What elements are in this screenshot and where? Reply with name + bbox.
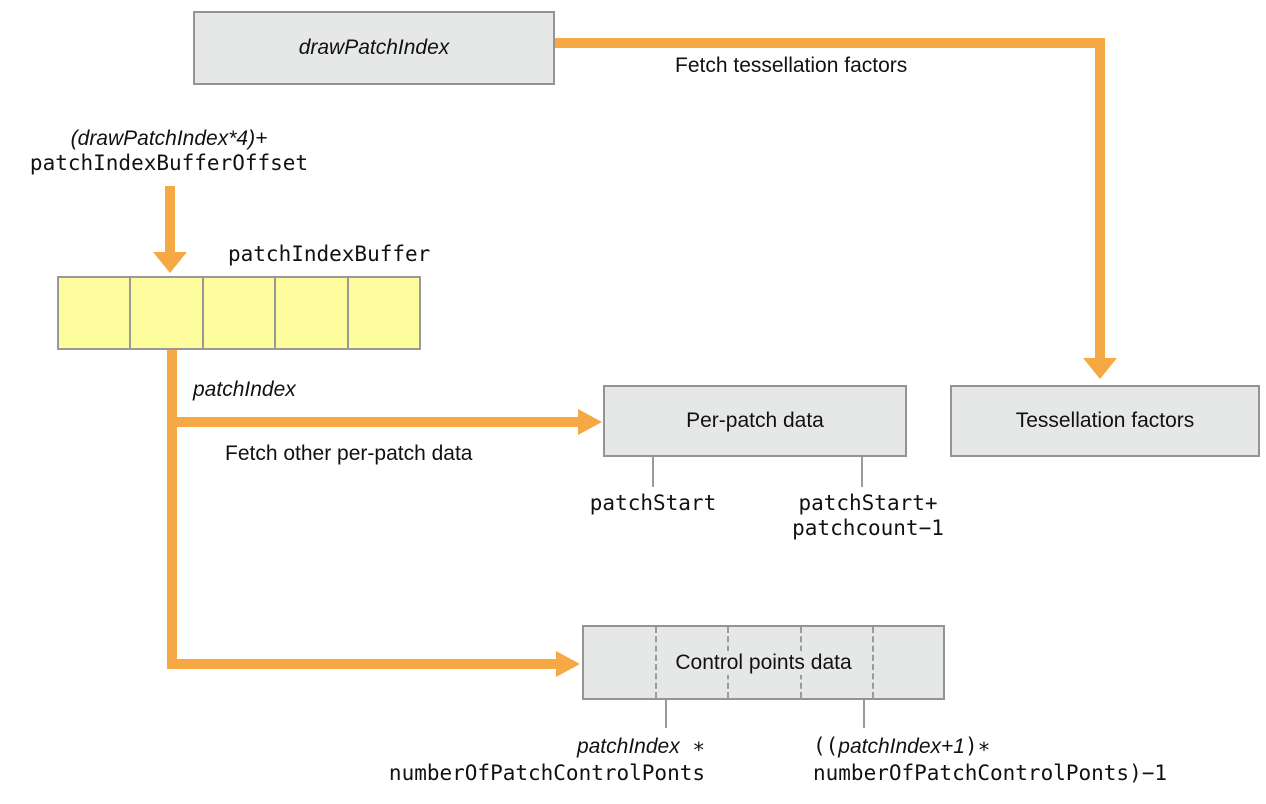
annotation-control-start-italic: patchIndex bbox=[576, 735, 680, 758]
annotation-control-end-line1: ((patchIndex+1)∗ bbox=[813, 733, 1167, 760]
annotation-patch-end-line1: patchStart+ bbox=[798, 491, 938, 515]
arrow-offset-vertical bbox=[165, 186, 175, 252]
node-tessellation-factors: Tessellation factors bbox=[950, 385, 1260, 457]
node-draw-patch-index: drawPatchIndex bbox=[193, 11, 555, 85]
annotation-patch-end-line2: patchcount−1 bbox=[792, 516, 944, 540]
annotation-patch-end: patchStart+ patchcount−1 bbox=[778, 491, 958, 541]
node-control-points-data: Control points data bbox=[582, 625, 945, 700]
annotation-control-end-suffix: )∗ bbox=[964, 734, 991, 758]
annotation-buffer-offset-line1: (drawPatchIndex*4)+ bbox=[70, 127, 268, 150]
tick-patch-start bbox=[652, 457, 654, 487]
node-control-points-data-label: Control points data bbox=[669, 650, 858, 675]
annotation-buffer-offset-formula: (drawPatchIndex*4)+ patchIndexBufferOffs… bbox=[8, 126, 330, 176]
tick-control-start bbox=[665, 700, 667, 728]
control-points-divider bbox=[872, 627, 874, 698]
buffer-cell bbox=[204, 278, 277, 348]
buffer-cell bbox=[276, 278, 349, 348]
node-draw-patch-index-label: drawPatchIndex bbox=[298, 36, 450, 59]
annotation-control-end-line2: numberOfPatchControlPonts)−1 bbox=[813, 761, 1168, 785]
annotation-patch-start: patchStart bbox=[589, 491, 717, 515]
node-per-patch-data: Per-patch data bbox=[603, 385, 907, 457]
annotation-control-start-operator: ∗ bbox=[679, 734, 705, 758]
arrow-trunk-vertical bbox=[167, 350, 177, 669]
tick-control-end bbox=[863, 700, 865, 728]
tick-patch-end bbox=[861, 457, 863, 487]
buffer-cell bbox=[349, 278, 419, 348]
annotation-buffer-offset-line2: patchIndexBufferOffset bbox=[29, 151, 309, 175]
node-patch-index-buffer-label: patchIndexBuffer bbox=[228, 242, 431, 266]
arrow-fetch-tess-horizontal bbox=[555, 38, 1105, 48]
edge-label-patch-index: patchIndex bbox=[193, 378, 296, 401]
annotation-control-start-line2: numberOfPatchControlPonts bbox=[388, 761, 705, 785]
arrow-fetch-tess-arrowhead-icon bbox=[1083, 358, 1117, 379]
arrow-control-points-horizontal bbox=[167, 659, 556, 669]
buffer-cell bbox=[131, 278, 204, 348]
edge-label-fetch-other-per-patch-data: Fetch other per-patch data bbox=[225, 442, 473, 465]
arrow-fetch-tess-vertical bbox=[1095, 38, 1105, 358]
annotation-control-end: ((patchIndex+1)∗ numberOfPatchControlPon… bbox=[813, 733, 1167, 786]
edge-label-fetch-tessellation-factors: Fetch tessellation factors bbox=[675, 54, 908, 77]
control-points-divider bbox=[655, 627, 657, 698]
annotation-control-end-prefix: (( bbox=[813, 734, 839, 758]
node-per-patch-data-label: Per-patch data bbox=[686, 409, 824, 432]
arrow-offset-arrowhead-icon bbox=[153, 252, 187, 273]
arrow-per-patch-arrowhead-icon bbox=[578, 409, 602, 435]
node-tessellation-factors-label: Tessellation factors bbox=[1015, 409, 1195, 432]
arrow-per-patch-horizontal bbox=[167, 417, 578, 427]
arrow-control-points-arrowhead-icon bbox=[556, 651, 580, 677]
annotation-control-end-italic: patchIndex+1 bbox=[838, 735, 965, 758]
node-patch-index-buffer bbox=[57, 276, 421, 350]
annotation-control-start-line1: patchIndex ∗ bbox=[360, 733, 705, 760]
annotation-control-start: patchIndex ∗ numberOfPatchControlPonts bbox=[360, 733, 705, 786]
buffer-cell bbox=[59, 278, 132, 348]
